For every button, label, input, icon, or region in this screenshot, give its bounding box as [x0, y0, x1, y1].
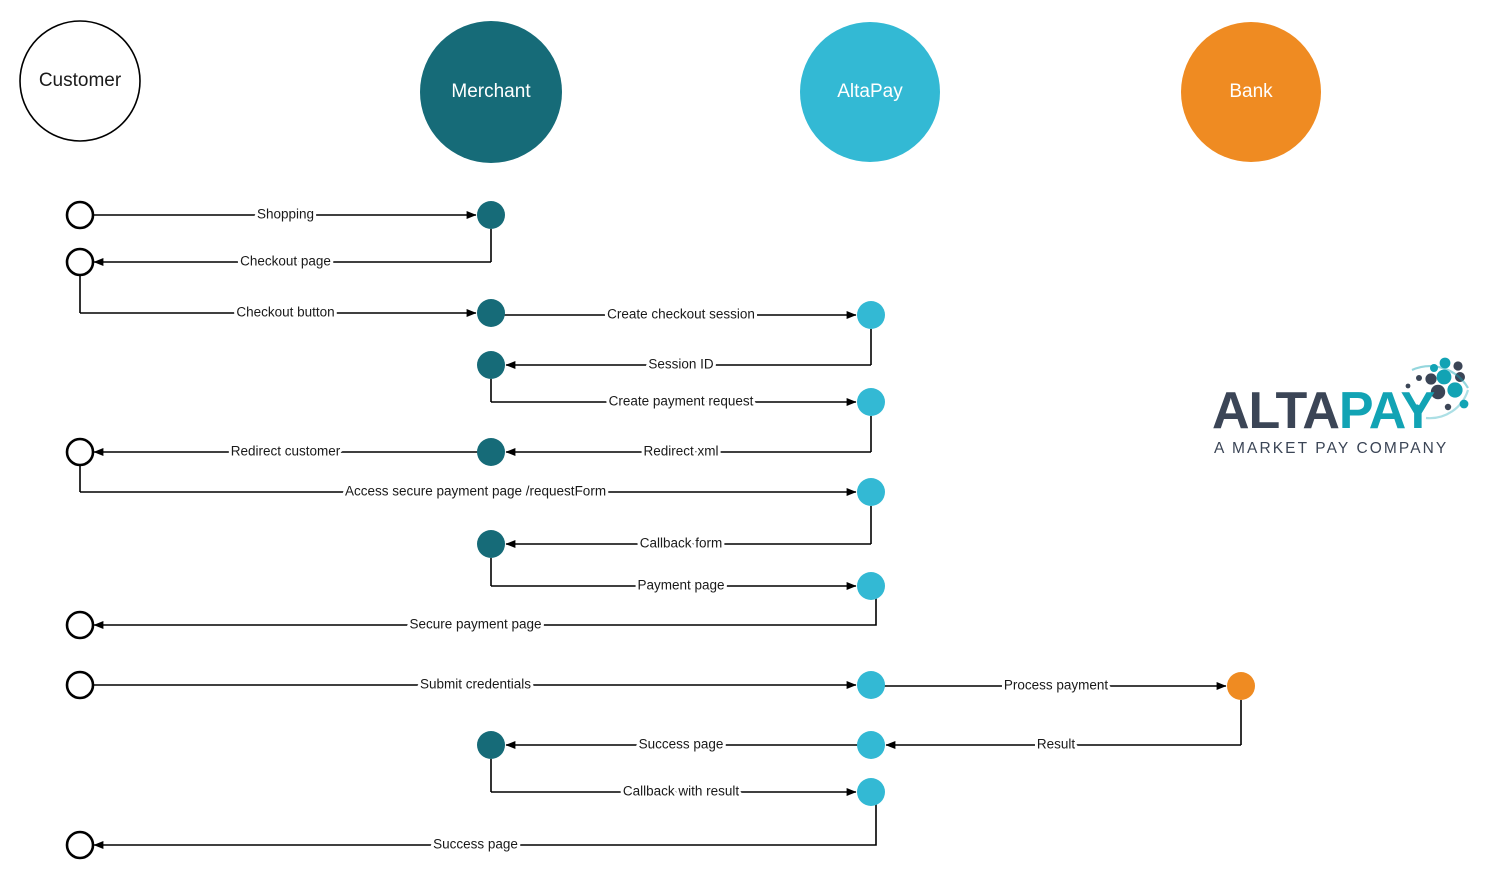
message-label: Shopping	[257, 207, 314, 222]
logo-word-alta: ALTA	[1212, 382, 1339, 440]
message-node-merchant[interactable]	[477, 438, 505, 466]
lane-circle-bank	[1181, 22, 1321, 162]
message-label: Redirect xml	[643, 444, 718, 459]
message-nodes-group	[65, 200, 1255, 860]
logo-arc	[1425, 389, 1470, 420]
message-label-halo: Redirect customer	[231, 444, 341, 459]
message-node-merchant[interactable]	[477, 530, 505, 558]
message-drop-connector	[871, 792, 877, 846]
logo-dot	[1405, 383, 1411, 389]
logo-dot	[1414, 404, 1420, 410]
message-node-customer[interactable]	[65, 670, 95, 700]
message-label-halo: Callback with result	[623, 784, 740, 799]
message-label-halo: Payment page	[637, 578, 724, 593]
message-label-halo: Process payment	[1004, 678, 1109, 693]
message-label: Success page	[433, 837, 518, 852]
lane-header-altapay[interactable]: AltaPay	[800, 22, 940, 162]
message-node-customer[interactable]	[65, 610, 95, 640]
message-node-merchant[interactable]	[477, 731, 505, 759]
message-label: Payment page	[637, 578, 724, 593]
message-label: Result	[1037, 737, 1076, 752]
message-label-halo: Submit credentials	[420, 677, 531, 692]
message-label: Callback with result	[623, 784, 740, 799]
logo-dot	[1455, 372, 1465, 382]
message-node-altapay[interactable]	[857, 731, 885, 759]
message-label: Redirect customer	[231, 444, 341, 459]
message-label-halo: Access secure payment page /requestForm	[345, 484, 606, 499]
logo-dot	[1425, 373, 1437, 385]
message-node-altapay[interactable]	[857, 388, 885, 416]
message-node-altapay[interactable]	[857, 778, 885, 806]
logo-dot	[1459, 399, 1469, 409]
logo-dot	[1436, 369, 1452, 385]
message-label: Checkout button	[236, 305, 334, 320]
message-node-altapay[interactable]	[857, 572, 885, 600]
message-node-altapay[interactable]	[857, 671, 885, 699]
message-connectors-group	[79, 211, 1242, 849]
message-label-halo: Secure payment page	[409, 617, 541, 632]
message-node-altapay[interactable]	[857, 301, 885, 329]
message-node-customer[interactable]	[65, 437, 95, 467]
message-label-halo: Success page	[639, 737, 724, 752]
message-label: Create payment request	[609, 394, 754, 409]
logo-dot	[1453, 361, 1463, 371]
message-node-customer[interactable]	[65, 247, 95, 277]
message-label-halo: Callback form	[640, 536, 723, 551]
logo-arc	[1411, 365, 1469, 389]
message-label: Callback form	[640, 536, 723, 551]
logo-word-pay: PAY	[1339, 382, 1435, 440]
logo-wordmark: ALTAPAY	[1212, 382, 1435, 440]
message-label-halo: Checkout button	[236, 305, 334, 320]
lane-label-altapay: AltaPay	[837, 81, 903, 102]
message-label: Access secure payment page /requestForm	[345, 484, 606, 499]
message-label-halo: Session ID	[648, 357, 714, 372]
logo-dot	[1439, 357, 1451, 369]
lane-circle-customer	[19, 20, 141, 142]
lane-label-customer: Customer	[39, 70, 122, 91]
lane-header-merchant[interactable]: Merchant	[420, 21, 562, 163]
message-node-merchant[interactable]	[477, 351, 505, 379]
logo-dot	[1430, 384, 1446, 400]
lane-circle-altapay	[800, 22, 940, 162]
message-label-halo: Create checkout session	[607, 307, 755, 322]
message-label-halo: Redirect xml	[643, 444, 718, 459]
logo-dot	[1444, 403, 1452, 411]
message-label: Create checkout session	[607, 307, 755, 322]
message-label: Session ID	[648, 357, 714, 372]
message-node-merchant[interactable]	[477, 299, 505, 327]
lane-header-customer[interactable]: Customer	[19, 20, 141, 142]
message-label-halo: Checkout page	[240, 254, 331, 269]
lane-circle-merchant	[420, 21, 562, 163]
lane-label-bank: Bank	[1229, 81, 1273, 102]
message-node-customer[interactable]	[65, 200, 95, 230]
message-label-halo: Shopping	[257, 207, 314, 222]
lane-header-bank[interactable]: Bank	[1181, 22, 1321, 162]
logo-dot	[1430, 364, 1438, 372]
message-label: Submit credentials	[420, 677, 531, 692]
message-node-bank[interactable]	[1227, 672, 1255, 700]
lane-label-merchant: Merchant	[451, 81, 531, 102]
message-label-halo: Result	[1037, 737, 1076, 752]
message-node-customer[interactable]	[65, 830, 95, 860]
message-node-merchant[interactable]	[477, 201, 505, 229]
logo-dot	[1447, 382, 1463, 398]
message-label: Process payment	[1004, 678, 1109, 693]
logo-tagline: A MARKET PAY COMPANY	[1214, 440, 1448, 457]
logo-dot	[1416, 375, 1422, 381]
message-label: Secure payment page	[409, 617, 541, 632]
message-label: Checkout page	[240, 254, 331, 269]
message-label-halo: Create payment request	[609, 394, 754, 409]
message-node-altapay[interactable]	[857, 478, 885, 506]
message-label-halo: Success page	[433, 837, 518, 852]
message-label: Success page	[639, 737, 724, 752]
